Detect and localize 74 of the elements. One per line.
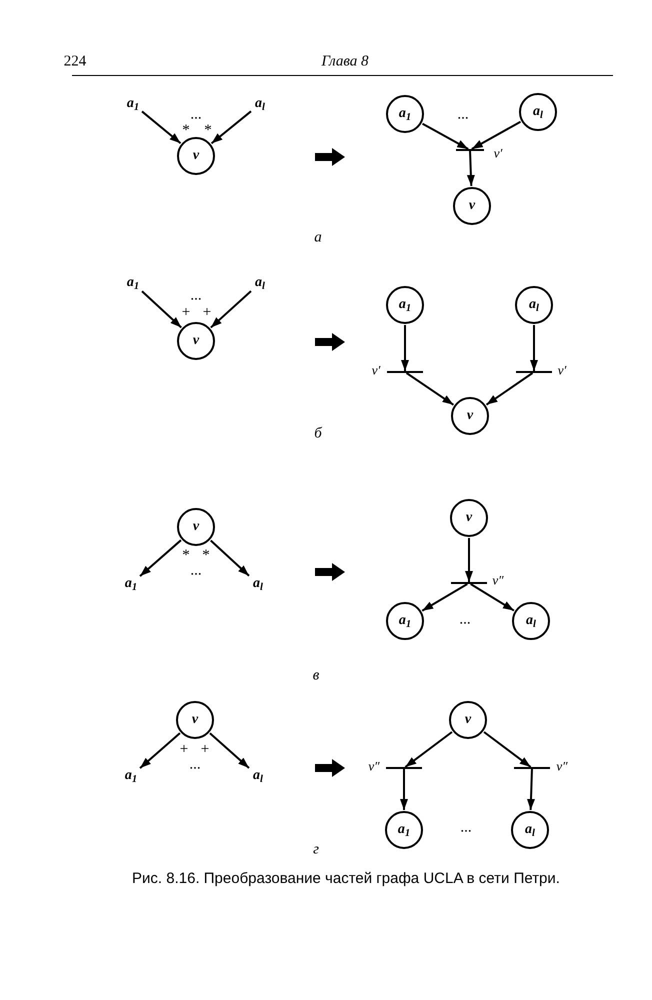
node-label: ν <box>192 520 200 534</box>
plus-mark: + <box>182 306 190 320</box>
node-label: a$_{1}$ <box>398 823 410 837</box>
vertex-label: a$_{l}$ <box>253 769 263 783</box>
arrow <box>406 372 454 406</box>
arrow <box>466 150 475 186</box>
arrow <box>530 325 538 371</box>
asterisk-mark: * <box>182 548 190 564</box>
transition-label: ν′ <box>372 364 380 376</box>
transition-label: ν″ <box>492 574 504 586</box>
vertex-label: a$_{l}$ <box>255 276 265 290</box>
node-label: ν <box>468 199 476 213</box>
arrow <box>404 731 453 768</box>
panel-letter: а <box>314 230 322 246</box>
ellipsis: ... <box>460 820 472 836</box>
node-label: a$_{l}$ <box>533 105 543 119</box>
node-label: ν <box>464 713 472 727</box>
arrow <box>400 769 408 810</box>
asterisk-mark: * <box>202 548 210 564</box>
ellipsis: ... <box>457 108 469 122</box>
arrow <box>210 290 252 328</box>
node-label: a$_{1}$ <box>398 298 412 312</box>
vertex-label: a$_{1}$ <box>124 769 138 783</box>
arrow <box>139 732 181 769</box>
node-label: ν <box>192 149 200 163</box>
vertex-label: a$_{l}$ <box>255 97 265 111</box>
panel-letter: г <box>313 842 319 858</box>
ellipsis: ... <box>190 564 202 578</box>
node-label: ν <box>192 334 200 348</box>
arrow <box>139 539 182 577</box>
transition-label: ν′ <box>494 146 502 160</box>
transition-label: ν′ <box>558 364 566 376</box>
vertex-label: a$_{1}$ <box>124 577 138 591</box>
arrow <box>422 583 468 612</box>
vertex-label: a$_{1}$ <box>126 97 140 111</box>
arrow <box>471 120 522 150</box>
vertex-label: a$_{1}$ <box>126 276 140 290</box>
node-label: ν <box>192 713 198 727</box>
node-label: a$_{l}$ <box>526 614 536 628</box>
running-head: Глава 8 <box>321 54 369 70</box>
arrow <box>210 110 252 144</box>
ellipsis: ... <box>190 108 202 122</box>
arrow <box>210 540 250 576</box>
asterisk-mark: * <box>204 124 212 138</box>
arrow <box>401 325 409 371</box>
figure-caption: Рис. 8.16. Преобразование частей графа UCLA в сети Петри. <box>131 870 561 889</box>
arrow <box>486 372 534 406</box>
arrow <box>422 122 469 150</box>
plus-mark: + <box>180 742 188 758</box>
transition-label: ν″ <box>556 760 568 772</box>
arrow <box>465 538 473 582</box>
node-label: a$_{1}$ <box>398 107 412 121</box>
node-label: a$_{l}$ <box>529 298 539 312</box>
arrow <box>527 768 535 810</box>
arrow <box>470 583 514 612</box>
node-label: a$_{l}$ <box>525 823 535 837</box>
ellipsis: ... <box>190 288 202 304</box>
node-label: ν <box>466 511 472 525</box>
arrow <box>141 290 182 328</box>
node-label: ν <box>466 409 474 423</box>
vertex-label: a$_{l}$ <box>253 577 263 591</box>
arrow <box>209 732 250 769</box>
panel-letter: б <box>314 426 322 442</box>
ellipsis: ... <box>189 758 201 772</box>
page-number: 224 <box>64 54 86 70</box>
plus-mark: + <box>202 306 212 320</box>
arrow <box>141 110 182 144</box>
ellipsis: ... <box>459 612 471 628</box>
arrow <box>483 731 532 768</box>
panel-letter: в <box>312 668 320 684</box>
transition-label: ν″ <box>368 760 380 772</box>
node-label: a$_{1}$ <box>398 614 412 628</box>
plus-mark: + <box>200 742 210 758</box>
asterisk-mark: * <box>182 124 190 138</box>
